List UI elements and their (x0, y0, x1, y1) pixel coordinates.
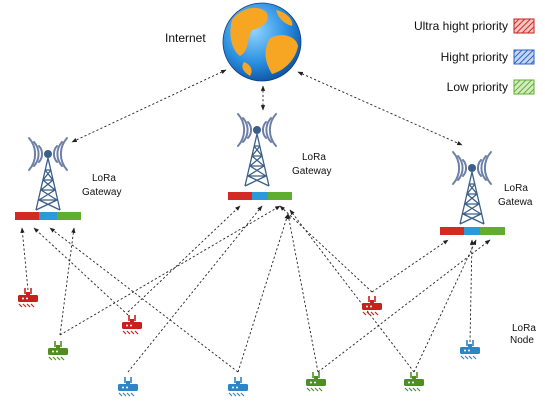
link-internet-gw3 (297, 71, 463, 146)
link-node (49, 227, 239, 373)
gateway-1-label-line2: Gateway (82, 187, 121, 198)
internet-label: Internet (165, 31, 206, 45)
links (20, 69, 491, 373)
gateway-3: LoRa Gatewa (440, 151, 533, 235)
node-icon (361, 295, 383, 316)
node-label-line2: Node (510, 335, 534, 346)
gateway-2-label-line1: LoRa (302, 152, 326, 163)
queue-blue (464, 227, 480, 235)
node-label-line1: LoRa (512, 323, 536, 334)
link-node (317, 239, 491, 373)
link-node (289, 209, 415, 373)
queue-red (228, 192, 252, 200)
node-icon (121, 314, 143, 335)
link-internet-gw1 (71, 69, 227, 143)
legend-swatch-red (513, 18, 535, 34)
gateway-3-label-line2: Gatewa (498, 197, 533, 208)
queue-blue (252, 192, 268, 200)
node-icon (17, 287, 39, 308)
queue-red (440, 227, 464, 235)
tower-icon (237, 113, 277, 187)
tower-icon (452, 151, 492, 225)
link-node (371, 239, 449, 293)
globe-icon (222, 2, 302, 82)
legend-label-low: Low priority (447, 80, 508, 94)
node-icon (117, 376, 139, 397)
tower-icon (28, 137, 68, 211)
link-node (59, 227, 76, 336)
gateway-2-label-line2: Gateway (292, 166, 331, 177)
legend-label-high: Hight priority (441, 50, 508, 64)
queue-green (480, 227, 505, 235)
gateway-1-label-line1: LoRa (92, 173, 116, 184)
legend-swatch-green (513, 79, 535, 95)
queue-green (268, 192, 292, 200)
link-node (20, 227, 29, 291)
node-icon (227, 376, 249, 397)
node-icon (47, 340, 69, 361)
legend-swatch-blue (513, 49, 535, 65)
legend-label-ultra-high: Ultra hight priority (414, 19, 508, 33)
queue-red (15, 212, 39, 220)
nodes (17, 287, 481, 397)
link-node (469, 239, 475, 343)
node-icon (305, 371, 327, 392)
link-node (127, 205, 241, 313)
link-node (237, 213, 289, 373)
legend: Ultra hight priority Hight priority Low … (414, 18, 535, 95)
gateway-2: LoRa Gateway (228, 113, 331, 200)
link-node (59, 205, 281, 336)
link-node (127, 205, 263, 373)
link-node (279, 205, 373, 293)
link-node (286, 213, 319, 373)
queue-blue (39, 212, 57, 220)
node-icon (459, 339, 481, 360)
node-icon (403, 371, 425, 392)
queue-green (57, 212, 81, 220)
gateway-3-label-line1: LoRa (504, 183, 528, 194)
link-node (33, 227, 129, 316)
gateway-1: LoRa Gateway (15, 137, 121, 220)
